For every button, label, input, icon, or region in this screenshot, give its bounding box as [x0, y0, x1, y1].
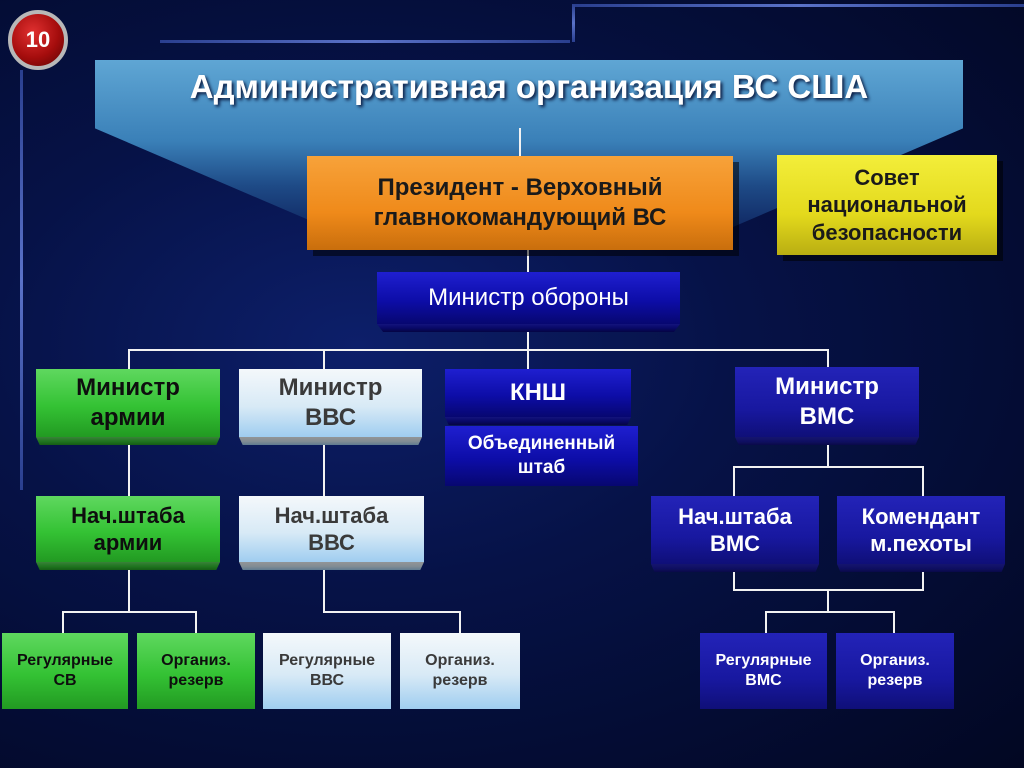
node-navy-minister: Министр ВМС — [735, 367, 919, 437]
frame-left-vline — [20, 70, 23, 490]
connector-army-regular-drop — [62, 611, 64, 633]
connector-navy-chief-join — [733, 570, 735, 590]
node-marine-commandant: Комендант м.пехоты — [837, 496, 1005, 564]
node-navy-chief: Нач.штаба ВМС — [651, 496, 819, 564]
connector-airforce-drop — [323, 349, 325, 369]
slide-number-badge: 10 — [8, 10, 68, 70]
connector-airforce-bottom-bus — [323, 611, 461, 613]
connector-army-reserve-drop — [195, 611, 197, 633]
connector-navy-drop — [827, 349, 829, 369]
node-jcs-label: КНШ — [509, 379, 567, 406]
node-navy-regular-label: Регулярные ВМС — [715, 652, 812, 689]
connector-president-defense — [527, 250, 529, 274]
node-airforce-regular: Регулярные ВВС — [263, 633, 391, 709]
node-security-council-label: Совет национальной безопасности — [807, 164, 967, 245]
node-airforce-reserve-label: Организ. резерв — [425, 652, 495, 689]
node-jcs: КНШ — [445, 369, 631, 417]
connector-navy-bus — [733, 466, 924, 468]
node-joint-staff-label: Объединенный штаб — [467, 433, 616, 478]
frame-top-line-right — [575, 4, 1024, 7]
node-army-minister-label: Министр армии — [76, 374, 180, 431]
connector-airforce-bottom — [323, 568, 325, 611]
node-airforce-chief-label: Нач.штаба ВВС — [274, 502, 389, 556]
node-army-regular: Регулярные СВ — [2, 633, 128, 709]
connector-ministers-bus — [128, 349, 829, 351]
node-airforce-regular-label: Регулярные ВВС — [278, 652, 376, 689]
node-defense-minister-label: Министр обороны — [428, 284, 629, 311]
node-navy-minister-label: Министр ВМС — [775, 373, 879, 430]
node-airforce-minister-label: Министр ВВС — [278, 374, 383, 431]
connector-navy-down — [827, 443, 829, 467]
node-army-chief: Нач.штаба армии — [36, 496, 220, 562]
node-president: Президент - Верховный главнокомандующий … — [307, 156, 733, 250]
node-army-chief-label: Нач.штаба армии — [71, 502, 185, 556]
connector-army-drop — [128, 349, 130, 369]
node-airforce-chief: Нач.штаба ВВС — [239, 496, 424, 562]
connector-airforce-chief — [323, 443, 325, 497]
frame-top-line — [160, 40, 570, 43]
node-navy-reserve-label: Организ. резерв — [860, 652, 930, 689]
connector-airforce-reserve-drop — [459, 611, 461, 633]
connector-army-bottom-bus — [62, 611, 197, 613]
connector-army-chief — [128, 443, 130, 497]
node-army-reserve-label: Организ. резерв — [161, 652, 231, 689]
node-army-minister: Министр армии — [36, 369, 220, 437]
connector-navy-bottom-bus — [765, 611, 895, 613]
slide-number: 10 — [25, 27, 51, 52]
connector-navy-reserve-drop — [893, 611, 895, 633]
connector-navy-regular-drop — [765, 611, 767, 633]
node-security-council: Совет национальной безопасности — [777, 155, 997, 255]
node-joint-staff: Объединенный штаб — [445, 426, 638, 486]
node-airforce-minister: Министр ВВС — [239, 369, 422, 437]
page-title: Административная организация ВС США — [189, 68, 869, 105]
connector-marine-drop — [922, 466, 924, 496]
frame-top-vline — [572, 4, 575, 42]
connector-jcs-drop — [527, 349, 529, 369]
node-defense-minister: Министр обороны — [377, 272, 680, 324]
node-army-regular-label: Регулярные СВ — [16, 652, 114, 689]
connector-marine-join — [922, 570, 924, 590]
node-airforce-reserve: Организ. резерв — [400, 633, 520, 709]
connector-navy-bottom — [827, 589, 829, 611]
node-navy-reserve: Организ. резерв — [836, 633, 954, 709]
node-president-label: Президент - Верховный главнокомандующий … — [373, 174, 667, 231]
node-navy-regular: Регулярные ВМС — [700, 633, 827, 709]
node-navy-chief-label: Нач.штаба ВМС — [678, 503, 792, 557]
node-marine-commandant-label: Комендант м.пехоты — [861, 503, 981, 557]
connector-defense-down — [527, 328, 529, 350]
connector-title-president — [519, 128, 521, 156]
node-army-reserve: Организ. резерв — [137, 633, 255, 709]
connector-navy-chief-drop — [733, 466, 735, 496]
connector-army-bottom — [128, 568, 130, 611]
